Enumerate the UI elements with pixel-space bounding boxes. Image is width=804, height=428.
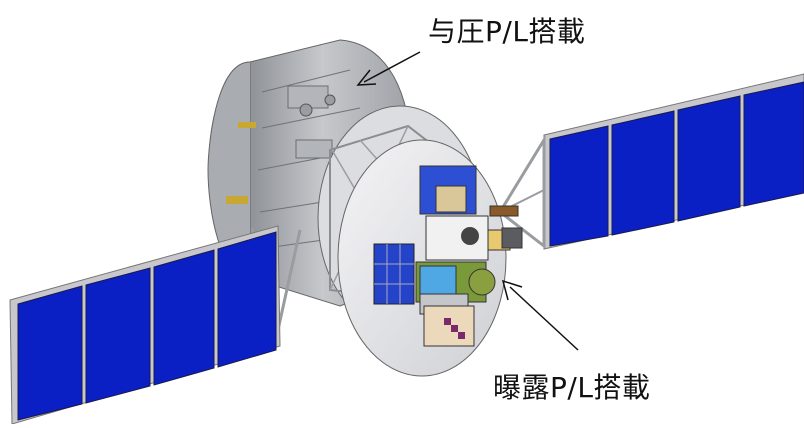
payload-solar-cells (373, 243, 415, 305)
front-face (337, 139, 523, 377)
callout-arrow-exposed (501, 279, 579, 351)
pressurized-payload-label: 与圧P/L搭載 (428, 15, 586, 48)
left-panel-3 (153, 249, 215, 386)
left-panel-4 (217, 231, 277, 368)
callout-arrow-pressurized (356, 51, 421, 86)
left-solar-array (9, 225, 302, 425)
right-panel-4 (743, 81, 804, 207)
left-panel-2 (85, 267, 151, 404)
right-panel-1 (549, 125, 609, 247)
payload-box-bottom (423, 305, 475, 347)
left-panel-1 (17, 285, 83, 421)
right-panel-3 (677, 95, 741, 222)
exposed-payload-label: 曝露P/L搭載 (493, 371, 651, 404)
right-panel-2 (611, 110, 675, 236)
right-solar-array (498, 73, 804, 250)
